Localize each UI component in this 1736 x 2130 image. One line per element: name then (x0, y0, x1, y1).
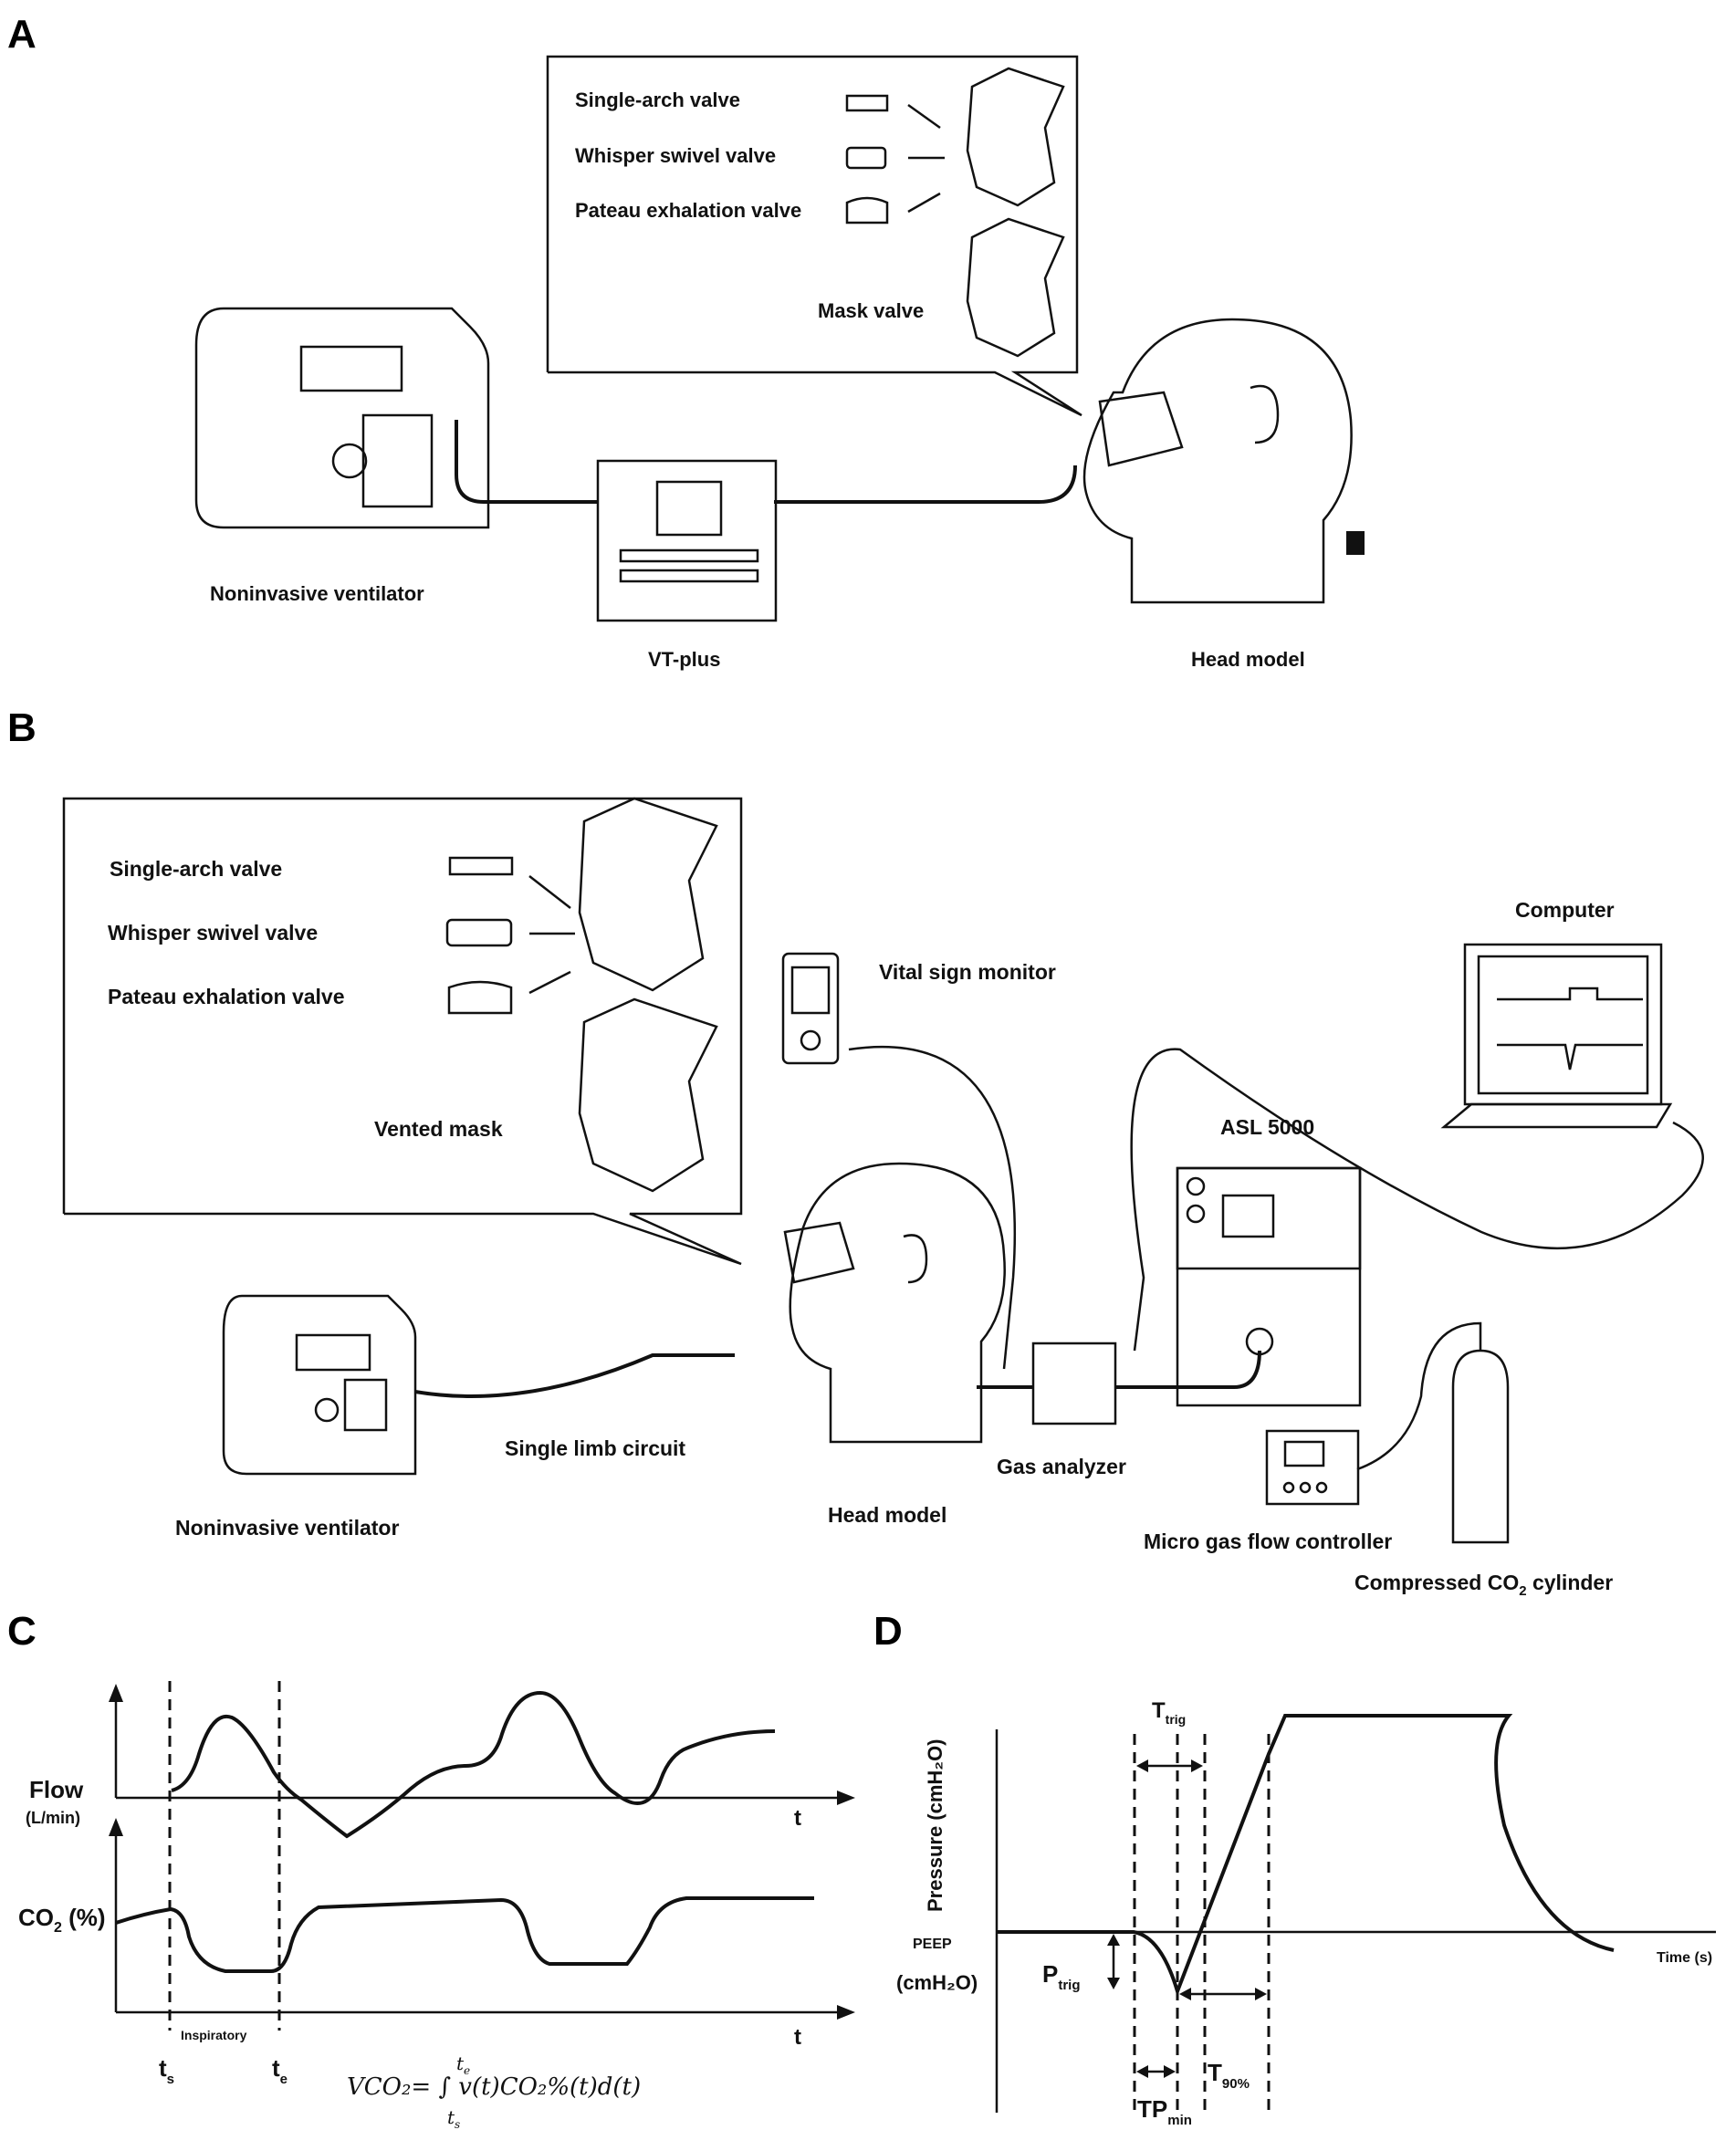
co2-waveform (115, 1896, 814, 1973)
co2-cylinder-label: Compressed CO2 cylinder (1354, 1571, 1613, 1599)
t90-label: T90% (1208, 2059, 1250, 2092)
time-axis-label: Time (s) (1657, 1950, 1712, 1966)
co2-label: CO2 (%) (18, 1904, 106, 1936)
peep-unit-label: (cmH₂O) (896, 1971, 978, 1994)
formula-body: 𝑉CO₂= ∫ 𝑣(𝑡)CO₂%(𝑡)𝑑(𝑡) (347, 2073, 641, 2101)
ts-label: ts (159, 2054, 174, 2087)
panel-a-callout: Single-arch valve Whisper swivel valve P… (546, 55, 1082, 417)
mask-valve-icon-2 (966, 217, 1065, 358)
pressure-waveform (997, 1714, 1615, 1998)
b-item-pateau: Pateau exhalation valve (108, 985, 345, 1008)
t-trig-label: Ttrig (1152, 1698, 1186, 1727)
inspiratory-label: Inspiratory (181, 2028, 247, 2042)
b-mask-icon-1 (578, 797, 718, 992)
b-head-model-label: Head model (828, 1503, 946, 1527)
a-item-whisper: Whisper swivel valve (575, 144, 776, 167)
a-item-pateau: Pateau exhalation valve (575, 199, 801, 222)
whisper-valve-icon (845, 146, 887, 170)
flow-waveform (171, 1690, 776, 1839)
vital-sign-monitor-label: Vital sign monitor (879, 960, 1056, 984)
panel-a-letter: A (7, 12, 37, 57)
co2-t-axis-label: t (794, 2025, 801, 2050)
panel-d-axes (995, 1729, 1716, 2113)
flow-t-axis-label: t (794, 1806, 801, 1831)
panel-d-letter: D (873, 1609, 903, 1654)
vt-plus-icon (596, 459, 778, 622)
asl-5000-icon (1176, 1166, 1362, 1407)
b-vented-mask-label: Vented mask (374, 1117, 503, 1141)
flow-label: Flow (29, 1776, 84, 1803)
peep-label: PEEP (913, 1937, 952, 1952)
te-label: te (272, 2054, 288, 2087)
t90-arrow (1179, 1988, 1267, 2000)
b-item-whisper: Whisper swivel valve (108, 921, 318, 945)
micro-gas-flow-controller-label: Micro gas flow controller (1144, 1530, 1392, 1553)
micro-gas-flow-controller-icon (1265, 1429, 1360, 1506)
vital-sign-monitor-icon (781, 952, 1017, 1370)
b-mask-icon-2 (578, 997, 718, 1193)
p-trig-arrow (1107, 1934, 1120, 1989)
b-pateau-valve-icon (447, 980, 513, 1015)
single-limb-circuit-label: Single limb circuit (505, 1436, 685, 1460)
pressure-axis-label: Pressure (cmH₂O) (924, 1738, 946, 1912)
panel-c-axes (109, 1684, 855, 2020)
single-arch-valve-icon (845, 94, 889, 112)
tp-min-arrow (1136, 2065, 1176, 2078)
a-hose-2 (774, 465, 1077, 504)
analyzer-hose (977, 1350, 1261, 1389)
b-whisper-valve-icon (445, 918, 513, 947)
a-item-single-arch: Single-arch valve (575, 89, 740, 111)
a-hose-1 (455, 420, 598, 504)
computer-icon (1440, 943, 1673, 1129)
b-ventilator-icon (222, 1294, 417, 1476)
b-item-single-arch: Single-arch valve (110, 857, 282, 881)
asl-5000-label: ASL 5000 (1220, 1115, 1314, 1139)
a-ventilator-label: Noninvasive ventilator (210, 582, 424, 605)
computer-cable (1130, 1048, 1704, 1352)
a-head-model-icon (1082, 318, 1365, 604)
panel-c-letter: C (7, 1609, 37, 1654)
co2-cylinder-icon (1356, 1321, 1510, 1544)
gas-analyzer-icon (1031, 1342, 1117, 1425)
tp-min-label: TPmin (1137, 2095, 1192, 2128)
formula-upper-limit: te (456, 2052, 470, 2077)
t-trig-arrow (1136, 1759, 1203, 1772)
panel-b-letter: B (7, 705, 37, 750)
a-head-model-label: Head model (1191, 648, 1305, 671)
mask-valve-icon-1 (966, 67, 1065, 207)
p-trig-label: Ptrig (1042, 1960, 1081, 1993)
panel-b-callout: Single-arch valve Whisper swivel valve P… (62, 797, 743, 1266)
single-limb-circuit-hose (414, 1353, 735, 1398)
vt-plus-label: VT-plus (648, 648, 720, 671)
vco2-formula: 𝑉CO₂= ∫ 𝑣(𝑡)CO₂%(𝑡)𝑑(𝑡) te ts (347, 2052, 641, 2130)
pateau-valve-icon (845, 196, 889, 224)
gas-analyzer-label: Gas analyzer (997, 1455, 1126, 1478)
b-ventilator-label: Noninvasive ventilator (175, 1516, 399, 1540)
formula-lower-limit: ts (447, 2106, 460, 2130)
computer-label: Computer (1515, 898, 1615, 922)
b-single-arch-valve-icon (448, 856, 514, 876)
a-mask-valve-label: Mask valve (818, 299, 924, 322)
b-head-model-icon (783, 1162, 1006, 1444)
a-ventilator-icon (194, 307, 490, 529)
flow-unit-label: (L/min) (26, 1809, 80, 1827)
